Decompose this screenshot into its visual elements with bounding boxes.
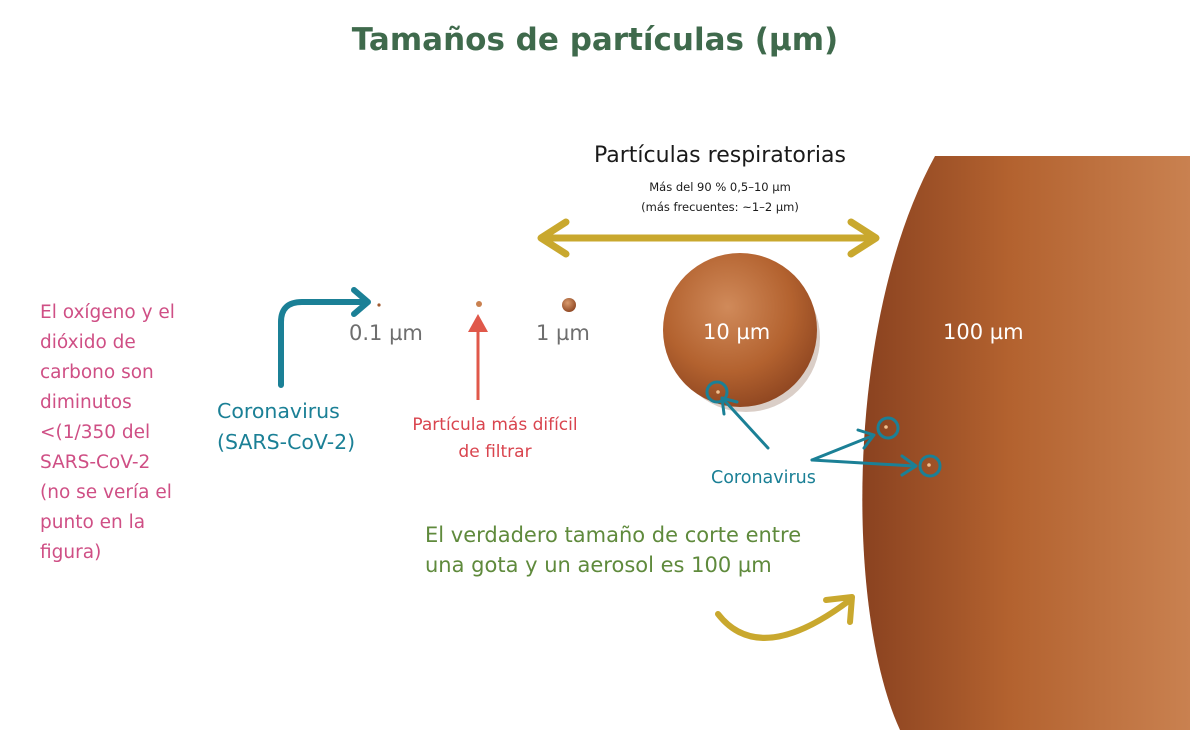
coronavirus-label-right: Coronavirus (711, 468, 816, 488)
coronavirus-in-10um (705, 380, 729, 404)
respiratory-range-arrow (537, 218, 880, 258)
particle-10um (663, 253, 817, 407)
particle-100um (862, 156, 1190, 730)
label-1um: 1 µm (536, 321, 590, 345)
coronavirus-dot (716, 390, 720, 394)
respiratory-range-text: Más del 90 % 0,5–10 µm (649, 180, 791, 194)
cutoff-note: El verdadero tamaño de corte entre una g… (425, 523, 802, 577)
hard-filter-arrow (468, 314, 488, 400)
label-01um: 0.1 µm (349, 321, 423, 345)
label-100um: 100 µm (943, 320, 1024, 344)
coronavirus-label-left: Coronavirus (SARS-CoV-2) (217, 399, 356, 454)
cutoff-curved-arrow (715, 594, 855, 641)
respiratory-frequent-text: (más frecuentes: ~1–2 µm) (641, 200, 799, 214)
page-title: Tamaños de partículas (µm) (351, 22, 839, 58)
coronavirus-dot (884, 425, 888, 429)
particle-hard-filter (476, 301, 482, 307)
coronavirus-pointer-arrow (278, 287, 371, 388)
coronavirus-dot (927, 463, 931, 467)
coronavirus-in-100um-a (876, 416, 900, 440)
particle-1um (562, 298, 576, 312)
label-10um: 10 µm (703, 320, 771, 344)
coronavirus-in-100um-b (918, 454, 942, 478)
oxygen-note: El oxígeno y el dióxido de carbono son d… (40, 302, 175, 563)
hard-filter-label: Partícula más difícil de filtrar (412, 415, 578, 462)
respiratory-title: Partículas respiratorias (594, 143, 846, 168)
coronavirus-label-arrows (720, 396, 918, 477)
particle-01um (377, 303, 381, 307)
